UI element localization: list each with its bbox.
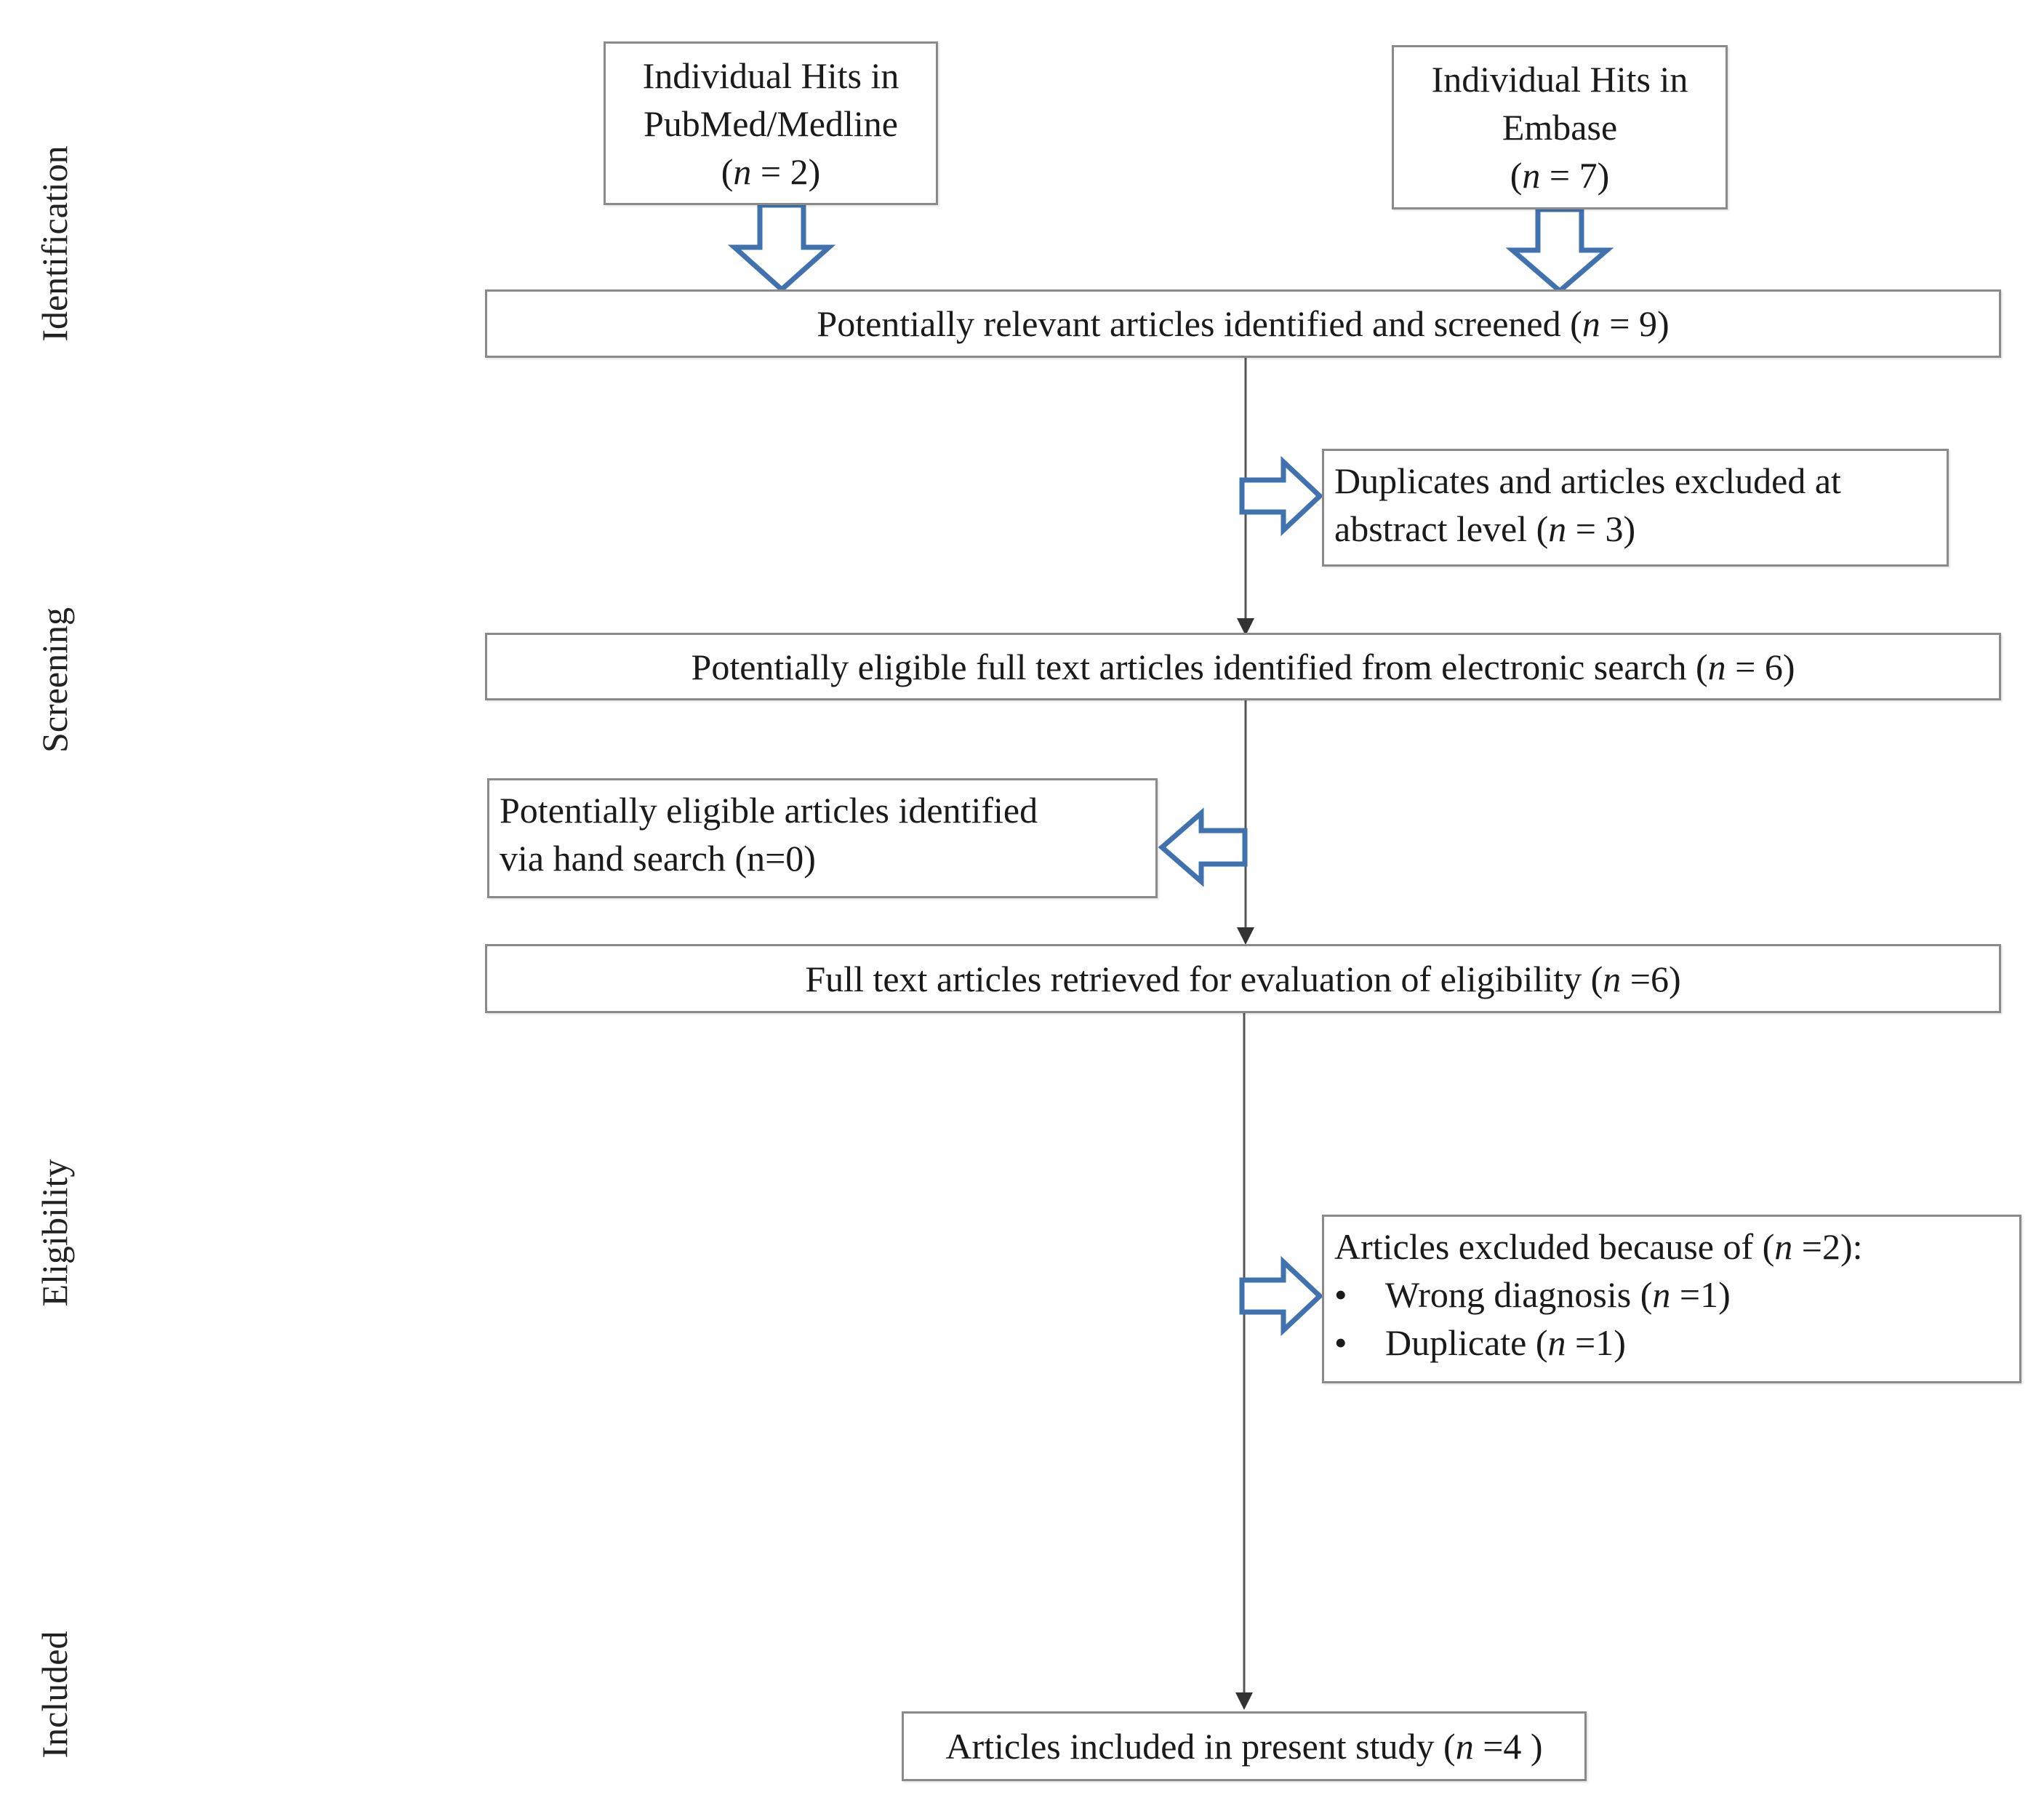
box-retrieved: Full text articles retrieved for evaluat… (485, 944, 2001, 1013)
bullet-icon: • (1334, 1274, 1347, 1315)
box-included: Articles included in present study (n =4… (902, 1711, 1587, 1781)
down-arrow-embase-icon (1505, 207, 1614, 295)
bullet-icon: • (1334, 1322, 1347, 1363)
eligible-electronic-text: Potentially eligible full text articles … (691, 646, 1795, 687)
excluded-item-wrong-diagnosis: • Wrong diagnosis (n =1) (1334, 1271, 2019, 1319)
down-arrow-pubmed-icon (727, 202, 836, 293)
pubmed-count: (n = 2) (721, 151, 821, 192)
included-text: Articles included in present study (n =4… (945, 1726, 1543, 1767)
right-arrow-excluded-icon (1239, 1255, 1324, 1337)
pubmed-line1: Individual Hits in (642, 55, 899, 96)
duplicates-line1: Duplicates and articles excluded at (1334, 460, 1841, 501)
box-duplicates-excluded: Duplicates and articles excluded at abst… (1322, 449, 1949, 567)
pubmed-line2: PubMed/Medline (644, 103, 898, 144)
right-arrow-duplicates-icon (1239, 455, 1324, 537)
box-eligible-electronic: Potentially eligible full text articles … (485, 633, 2001, 700)
box-embase-hits: Individual Hits in Embase (n = 7) (1392, 45, 1728, 209)
excluded-item-duplicate: • Duplicate (n =1) (1334, 1319, 2019, 1367)
box-excluded-reasons: Articles excluded because of (n =2): • Wr… (1322, 1215, 2021, 1383)
excluded-heading: Articles excluded because of (n =2): (1334, 1226, 1863, 1267)
embase-count: (n = 7) (1510, 155, 1610, 196)
box-hand-search: Potentially eligible articles identified… (487, 778, 1158, 898)
duplicates-line2: abstract level (n = 3) (1334, 508, 1636, 549)
box-screened: Potentially relevant articles identified… (485, 289, 2001, 358)
screened-text: Potentially relevant articles identified… (817, 303, 1670, 344)
retrieved-text: Full text articles retrieved for evaluat… (805, 958, 1681, 999)
hand-search-line1: Potentially eligible articles identified (500, 790, 1038, 831)
excluded-item-label: Duplicate (n =1) (1385, 1322, 1626, 1363)
excluded-item-label: Wrong diagnosis (n =1) (1385, 1274, 1731, 1315)
left-arrow-hand-search-icon (1158, 807, 1248, 887)
embase-line2: Embase (1502, 107, 1618, 148)
box-pubmed-hits: Individual Hits in PubMed/Medline (n = 2… (604, 41, 938, 205)
embase-line1: Individual Hits in (1431, 59, 1688, 100)
hand-search-line2: via hand search (n=0) (500, 838, 816, 879)
